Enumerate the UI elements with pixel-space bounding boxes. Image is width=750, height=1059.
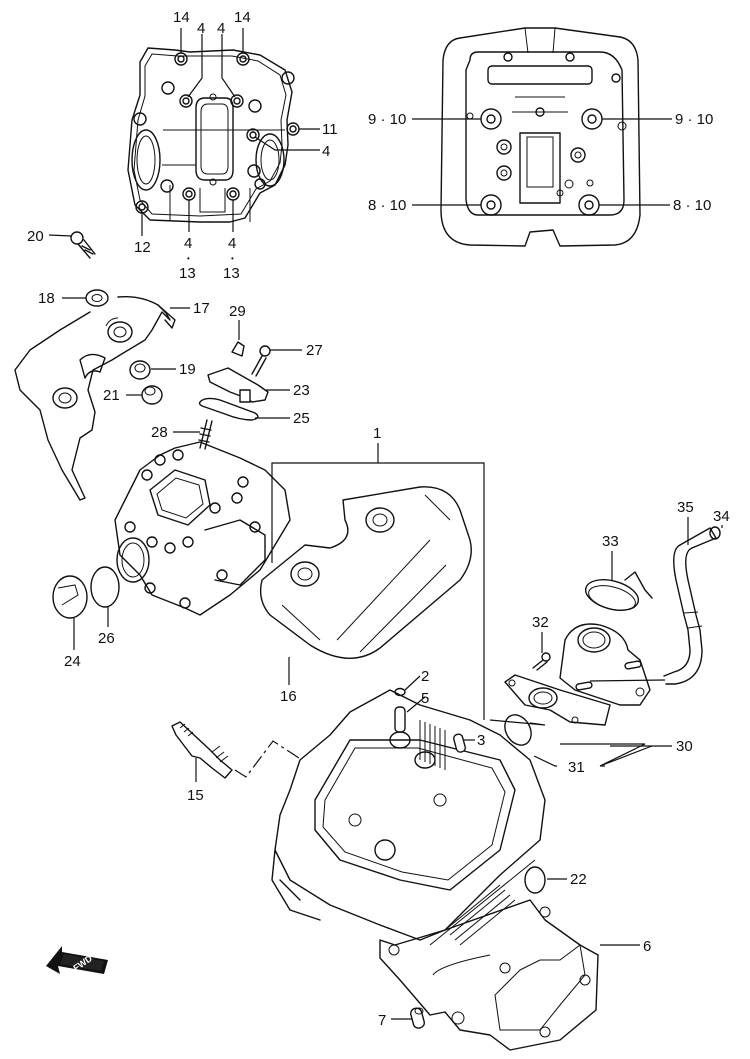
callout-34: 34 — [713, 508, 730, 525]
part-19-collar — [129, 360, 151, 380]
callout-21: 21 — [103, 387, 120, 404]
inset-top-right-leaders — [412, 118, 672, 206]
callout-11: 11 — [322, 121, 338, 138]
fwd-arrow-icon: FWD — [46, 946, 108, 974]
callout-22: 22 — [570, 871, 587, 888]
part-16-head-cover — [259, 486, 472, 659]
callout-25: 25 — [293, 410, 310, 427]
callout-26: 26 — [98, 630, 115, 647]
part-22-plug — [524, 866, 546, 894]
callout-27: 27 — [306, 342, 323, 359]
callout-20: 20 — [27, 228, 44, 245]
part-26-oring — [90, 566, 120, 608]
part-25-gasket — [198, 397, 259, 421]
callout-19: 19 — [179, 361, 196, 378]
part-28-stud — [198, 419, 213, 450]
callout-dot-right: • — [231, 254, 234, 263]
callout-13-left: 13 — [179, 265, 196, 282]
callout-6: 6 — [643, 938, 651, 955]
part-24-plug — [52, 575, 88, 619]
callout-12: 12 — [134, 239, 151, 256]
callout-4-top-right: 4 — [217, 20, 225, 37]
callout-4-side: 4 — [322, 143, 330, 160]
callout-15: 15 — [187, 787, 204, 804]
inset-head-top-view — [127, 47, 300, 223]
callout-9-10-right: 9 · 10 — [675, 111, 713, 128]
inset-head-underside — [440, 27, 641, 247]
callout-35: 35 — [677, 499, 694, 516]
callout-14-right: 14 — [234, 9, 251, 26]
part-32-bolt — [532, 652, 551, 671]
callout-8-10-left: 8 · 10 — [368, 197, 406, 214]
callout-4-bottom-right: 4 — [228, 235, 236, 252]
part-23-cover — [207, 367, 269, 403]
part-27-bolt — [251, 345, 271, 377]
callout-4-bottom-left: 4 — [184, 235, 192, 252]
callout-33: 33 — [602, 533, 619, 550]
part-30-intake-pipe — [504, 623, 651, 726]
callout-8-10-right: 8 · 10 — [673, 197, 711, 214]
part-33-clamp — [584, 571, 653, 611]
part-35-hose — [663, 526, 721, 685]
callout-9-10-left: 9 · 10 — [368, 111, 406, 128]
callout-23: 23 — [293, 382, 310, 399]
callout-7: 7 — [378, 1012, 386, 1029]
callout-32: 32 — [532, 614, 549, 631]
callout-13-right: 13 — [223, 265, 240, 282]
part-29-cap — [231, 341, 245, 357]
callout-31: 31 — [568, 759, 585, 776]
part-20-bolt — [70, 231, 96, 259]
callout-29: 29 — [229, 303, 246, 320]
callout-dot-left: • — [187, 254, 190, 263]
callout-30: 30 — [676, 738, 693, 755]
callout-5: 5 — [421, 690, 429, 707]
part-15-spark-plug — [171, 721, 233, 779]
callout-28: 28 — [151, 424, 168, 441]
part-17-cover-plate — [14, 295, 176, 501]
part-18-washer — [85, 289, 109, 307]
part-21-grommet — [141, 385, 163, 405]
callout-1: 1 — [373, 425, 381, 442]
callout-17: 17 — [193, 300, 210, 317]
part-7-dowel — [410, 1007, 425, 1029]
callout-3: 3 — [477, 732, 485, 749]
callout-2: 2 — [421, 668, 429, 685]
callout-18: 18 — [38, 290, 55, 307]
callout-16: 16 — [280, 688, 297, 705]
part-cylinder-head-housing — [114, 441, 291, 616]
part-6-gasket — [379, 899, 599, 1051]
part-cylinder-head — [271, 687, 546, 946]
callout-14-left: 14 — [173, 9, 190, 26]
callout-4-top-left: 4 — [197, 20, 205, 37]
inset-top-left-leaders — [141, 28, 320, 236]
callout-24: 24 — [64, 653, 81, 670]
callout-1-bracket — [271, 443, 485, 720]
